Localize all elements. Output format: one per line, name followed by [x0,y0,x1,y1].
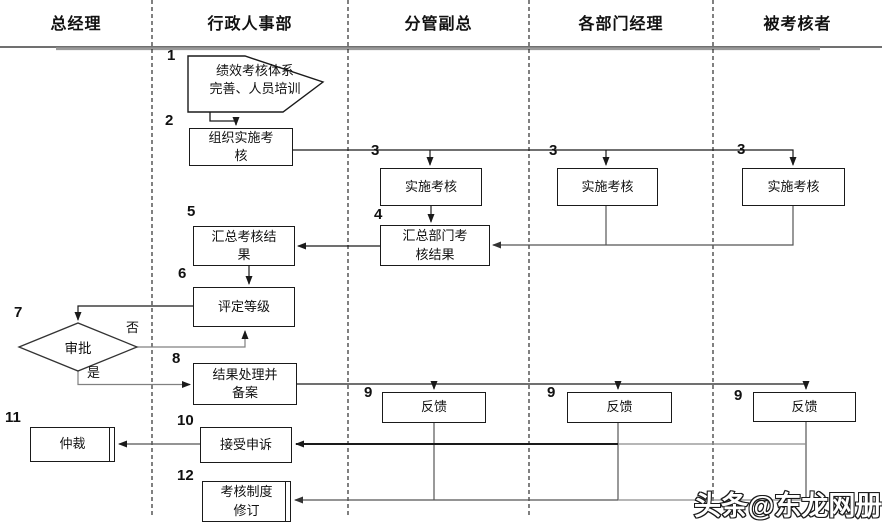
node-summarize-dept: 汇总部门考 核结果 [380,225,490,266]
edge-grade-approve [74,305,193,321]
node-impl-assessee: 实施考核 [742,168,845,206]
edge-plan-organize [209,112,240,126]
plan-banner-shape [187,55,325,113]
step-number-3c: 3 [737,141,746,158]
node-feedback-mgr: 反馈 [567,392,672,423]
step-number-8: 8 [172,350,181,367]
step-number-4: 4 [374,206,383,223]
node-feedback-vp: 反馈 [382,392,486,423]
lane-title: 总经理 [50,16,102,33]
step-number-9a: 9 [364,384,373,401]
step-number-9b: 9 [547,384,556,401]
lane-title: 行政人事部 [207,16,293,33]
node-label: 仲裁 [59,436,86,452]
no-label: 否 [126,320,140,335]
step-number-3b: 3 [549,142,558,159]
step-number-7: 7 [14,304,23,321]
node-label: 核结果 [415,246,455,262]
edge-approve-no-grade [136,330,249,348]
lane-title: 被考核者 [763,16,832,33]
lane-title: 各部门经理 [578,16,664,33]
node-arbitrate: 仲裁 [30,427,115,462]
node-label: 接受申诉 [219,436,272,452]
node-organize: 组织实施考 核 [189,128,293,166]
node-label: 反馈 [791,398,818,414]
node-label: 实施考核 [767,178,820,194]
step-number-5: 5 [187,203,196,220]
branch-label-yes: 是 [87,364,100,382]
node-label: 实施考核 [404,178,457,194]
lane-header-hr-admin: 行政人事部 [152,9,348,35]
node-appeal: 接受申诉 [200,427,292,463]
node-label: 评定等级 [217,298,270,314]
step-number-10: 10 [177,412,194,429]
step-number-6: 6 [178,265,187,282]
step-number-2: 2 [165,112,174,129]
node-label: 反馈 [606,399,633,415]
node-label: 修订 [233,502,260,518]
node-feedback-assessee: 反馈 [753,392,856,422]
plan-line2: 完善、人员培训 [209,80,301,96]
step-number-12: 12 [177,467,194,484]
node-revise: 考核制度 修订 [202,481,291,522]
branch-label-no: 否 [126,319,139,337]
step-number-11: 11 [5,409,21,426]
node-impl-vp: 实施考核 [380,168,482,206]
edge-organize-impl-assessee [293,149,797,166]
node-label: 汇总考核结 [211,228,277,244]
node-label: 汇总部门考 [402,228,468,244]
step-number-9c: 9 [734,387,743,404]
node-label: 结果处理并 [212,366,278,382]
step-number-3a: 3 [371,142,380,159]
toutiao-watermark: 头条@东龙网册 [693,490,882,522]
node-summarize-all: 汇总考核结 果 [193,226,295,266]
plan-line1: 绩效考核体系 [215,63,294,78]
node-label: 实施考核 [581,178,634,194]
node-label: 果 [237,247,251,262]
lane-header-dept-managers: 各部门经理 [529,9,713,35]
node-label: 备案 [231,385,258,400]
step-number-1: 1 [167,47,176,64]
node-impl-mgr: 实施考核 [557,168,658,206]
lane-header-assessee: 被考核者 [713,9,882,35]
node-label: 组织实施考 [208,129,274,145]
node-label: 考核制度 [220,484,273,500]
approve-diamond-shape [17,322,139,372]
node-label: 反馈 [420,399,447,415]
lane-title: 分管副总 [404,16,473,33]
node-grade: 评定等级 [193,287,295,327]
plan-banner-label: 绩效考核体系 完善、人员培训 [190,62,320,97]
edge-approve-yes-process [77,371,191,388]
lane-header-general-manager: 总经理 [0,9,152,35]
node-label: 核 [234,148,248,163]
lane-header-deputy-gm: 分管副总 [348,9,529,35]
yes-label: 是 [87,365,101,380]
approve-diamond-label: 审批 [20,340,136,358]
node-label: 审批 [64,341,92,356]
node-process-file: 结果处理并 备案 [193,363,297,405]
edge-collect-sumdept [492,206,794,249]
